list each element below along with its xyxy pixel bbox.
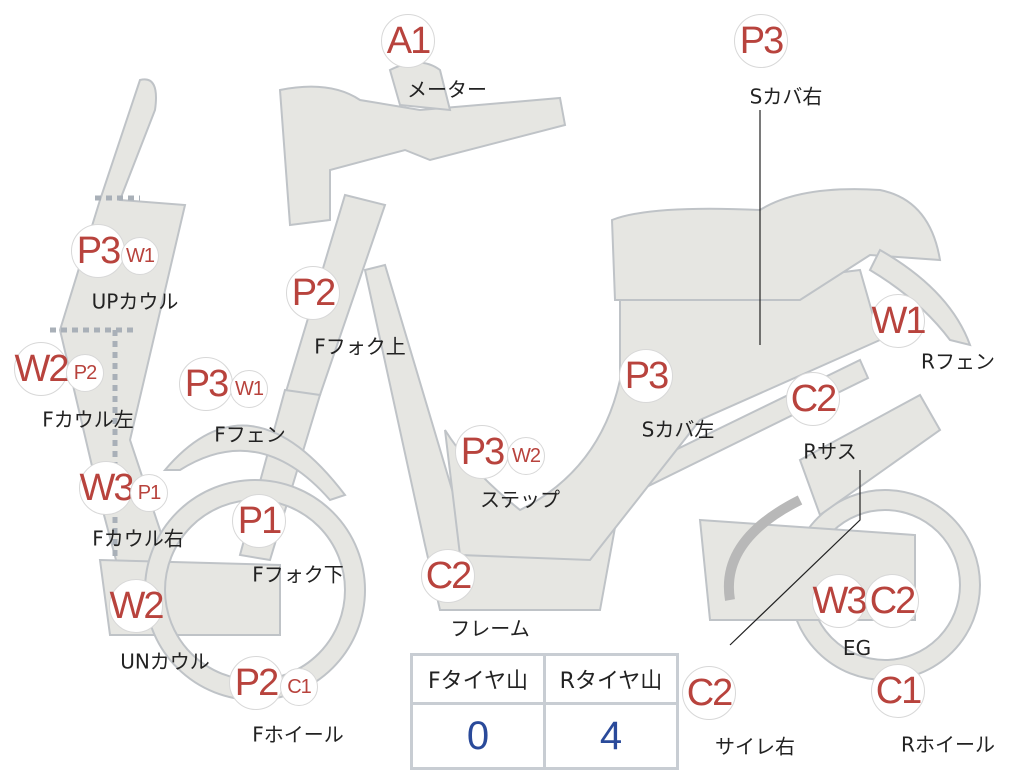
grade-badge-small: P1 (130, 474, 168, 512)
grade-badge: P2 (286, 266, 340, 320)
rear-tire-header: Rタイヤ山 (543, 653, 679, 705)
part-label: フレーム (450, 616, 530, 641)
rear-fender-shape (868, 248, 972, 347)
part-label: Rサス (803, 439, 857, 464)
part-label: Rフェン (921, 349, 995, 374)
grade-badge: C2 (682, 666, 736, 720)
grade-badge: W1 (871, 294, 927, 348)
grade-badge: C2 (865, 574, 919, 628)
grade-badge: P3 (734, 14, 788, 68)
grade-badge: P1 (232, 494, 286, 548)
part-label: Fフォク上 (314, 334, 406, 359)
grade-badge: W2 (14, 342, 70, 396)
part-label: Sカバ左 (641, 417, 715, 442)
grade-badge: P3 (179, 357, 233, 411)
seat-shape (610, 188, 942, 301)
grade-badge: P2 (229, 656, 283, 710)
part-label: Rホイール (901, 732, 995, 757)
tire-tread-table: Fタイヤ山 Rタイヤ山 0 4 (410, 653, 679, 770)
grade-badge: A1 (381, 14, 435, 68)
grade-badge-small: W1 (230, 370, 268, 408)
grade-badge: P3 (71, 224, 125, 278)
grade-badge: C2 (786, 372, 840, 426)
part-label: UNカウル (120, 649, 210, 674)
rear-tire-value: 4 (543, 702, 679, 770)
part-label: ステップ (480, 487, 560, 512)
front-tire-value: 0 (410, 702, 546, 770)
part-label: メーター (407, 77, 487, 102)
rear-shock-shape (798, 393, 942, 517)
grade-badge-small: W2 (507, 437, 545, 475)
part-label: Fカウル右 (92, 526, 184, 551)
grade-badge: C2 (421, 549, 475, 603)
part-label: Fフォク下 (252, 562, 344, 587)
handlebar-shape (278, 85, 567, 227)
grade-badge-small: W1 (121, 237, 159, 275)
part-label: Sカバ右 (749, 84, 823, 109)
grade-badge: W3 (812, 574, 868, 628)
grade-badge: C1 (871, 664, 925, 718)
front-tire-header: Fタイヤ山 (410, 653, 546, 705)
grade-badge-small: P2 (66, 354, 104, 392)
muffler-shape (723, 495, 803, 601)
grade-badge: W2 (109, 579, 165, 633)
part-label: Fホイール (252, 722, 344, 747)
part-label: Fフェン (214, 422, 286, 447)
grade-badge: W3 (79, 461, 135, 515)
part-label: EG (842, 636, 872, 660)
front-fender-shape (162, 424, 347, 502)
part-label: Fカウル左 (42, 407, 134, 432)
grade-badge-small: C1 (280, 668, 318, 706)
part-label: UPカウル (91, 289, 179, 314)
grade-badge: P3 (455, 425, 509, 479)
grade-badge: P3 (619, 349, 673, 403)
part-label: サイレ右 (715, 734, 795, 759)
